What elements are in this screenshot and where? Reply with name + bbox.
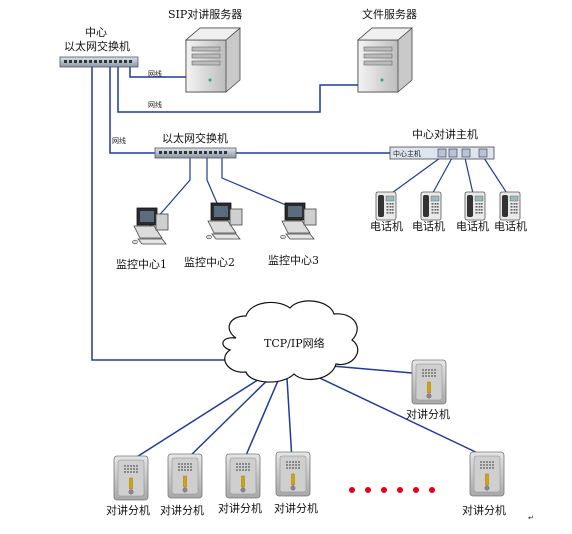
phone-icon [420, 191, 442, 221]
intercom-label: 对讲分机 [462, 503, 506, 517]
file-server-label: 文件服务器 [362, 7, 417, 21]
intercom-unit-icon [469, 451, 505, 497]
paragraph-mark: ↵ [528, 514, 534, 522]
network-cloud [222, 300, 359, 383]
phone-icon [464, 191, 486, 221]
connection-wires [91, 67, 511, 461]
eth-switch [154, 147, 237, 159]
intercom-label: 对讲分机 [406, 407, 450, 421]
computer-icon [132, 207, 169, 245]
intercom-label: 对讲分机 [106, 503, 150, 517]
phone-label: 电话机 [412, 219, 445, 233]
cable-label-2: 网线 [148, 100, 162, 109]
file-server-icon [356, 27, 414, 93]
computer-icon [206, 202, 243, 240]
center-host-title: 中心对讲主机 [412, 127, 478, 141]
wire-center-switch-eth-switch [109, 67, 155, 154]
intercom-label: 对讲分机 [218, 501, 262, 515]
cable-label-1: 网线 [148, 69, 162, 78]
wire-eth-switch-pc3 [221, 158, 301, 212]
intercom-unit-icon [225, 453, 261, 499]
wire-center-switch-sip [129, 67, 190, 78]
center-host-device [389, 146, 495, 160]
intercom-unit-icon [411, 359, 447, 405]
monitor-center-label: 监控中心3 [268, 253, 319, 267]
wire-center-switch-file-server [117, 67, 358, 113]
intercom-label: 对讲分机 [160, 503, 204, 517]
wire-host-phone1 [384, 157, 441, 199]
computer-icon [280, 202, 317, 240]
phone-icon [375, 191, 397, 221]
cable-label-3: 网线 [112, 136, 126, 145]
intercom-unit-icon [167, 453, 203, 499]
phone-label: 电话机 [456, 219, 489, 233]
center-host-inner-label: 中心主机 [393, 149, 421, 158]
eth-switch-label: 以太网交换机 [162, 131, 228, 145]
center-switch-label-line1: 中心 [85, 26, 107, 39]
wire-eth-switch-pc2 [206, 158, 221, 211]
more-units-ellipsis [349, 487, 435, 493]
phone-label: 电话机 [494, 219, 527, 233]
phone-label: 电话机 [370, 219, 403, 233]
monitor-center-label: 监控中心2 [184, 255, 235, 269]
intercom-label: 对讲分机 [274, 501, 318, 515]
wire-host-phone4 [483, 157, 511, 199]
intercom-unit-icon [113, 455, 149, 501]
wire-center-switch-network [91, 67, 226, 361]
center-switch [59, 56, 139, 68]
center-switch-label-line2: 以太网交换机 [64, 39, 130, 53]
intercom-unit-icon [275, 451, 311, 497]
phone-icon [499, 191, 521, 221]
sip-server-icon [184, 27, 242, 93]
network-label: TCP/IP网络 [264, 336, 325, 350]
sip-server-label: SIP对讲服务器 [168, 7, 242, 21]
wire-host-phone2 [429, 157, 453, 199]
monitor-center-label: 监控中心1 [116, 257, 167, 271]
wire-host-phone3 [464, 157, 475, 199]
wire-eth-switch-pc1 [149, 158, 191, 227]
